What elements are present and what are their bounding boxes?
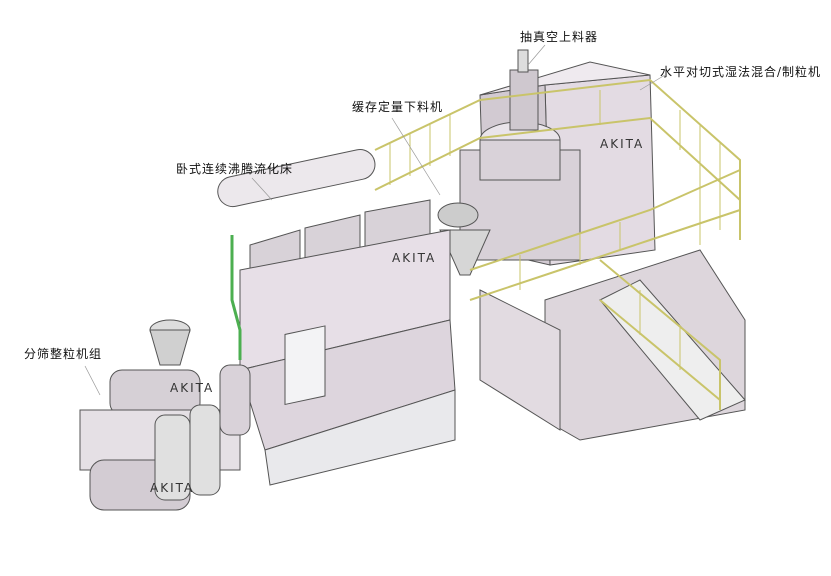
railings [374, 78, 741, 410]
label-wet-granulator: 水平对切式湿法混合/制粒机 [660, 65, 822, 79]
label-fluid-bed: 卧式连续沸腾流化床 [176, 162, 294, 176]
label-buffer-feeder: 缓存定量下料机 [352, 100, 444, 114]
brand-mark-fluid-bed: AKITA [392, 251, 436, 265]
exhaust-duct [217, 149, 376, 208]
label-sieve-unit: 分筛整粒机组 [24, 347, 103, 361]
label-vacuum-loader: 抽真空上料器 [520, 30, 599, 44]
brand-mark-motor: AKITA [150, 481, 194, 495]
brand-mark-sieve: AKITA [170, 381, 214, 395]
stairs [599, 279, 746, 421]
green-pipe [230, 235, 242, 360]
buffer-feeder [439, 229, 491, 276]
vacuum-loader [509, 69, 539, 131]
brand-mark-granulator: AKITA [600, 137, 644, 151]
